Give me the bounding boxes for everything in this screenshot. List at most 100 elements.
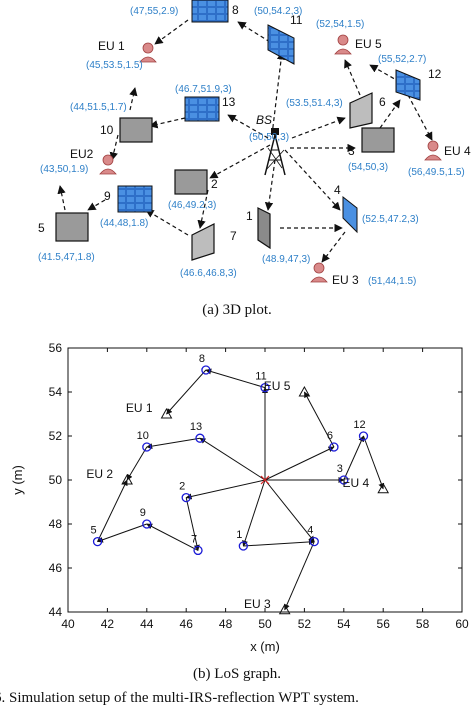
x-axis-label: x (m): [250, 639, 280, 654]
los-path-segment: [96, 523, 147, 543]
y-tick-label: 56: [49, 341, 63, 355]
eu-point-label: EU 3: [244, 597, 271, 611]
eu-icons: [99, 34, 442, 283]
irs-panel-4: [342, 195, 358, 234]
eu5-label: EU 5: [355, 37, 382, 51]
eu2-user-icon: [99, 154, 117, 175]
eu-point-label: EU 2: [86, 467, 113, 481]
eu3-user-icon: [310, 262, 328, 283]
los-path-segment: [97, 479, 128, 542]
irs-coord-9: (44,48,1.8): [100, 218, 148, 229]
irs-point-label: 12: [353, 419, 365, 431]
irs-point-label: 10: [137, 430, 149, 442]
irs-coord-12: (55,52,2.7): [378, 54, 426, 65]
irs-panel-5: [55, 212, 89, 242]
irs-panel-12: [395, 69, 421, 101]
irs-coord-4: (52.5,47.2,3): [362, 214, 419, 225]
irs-coord-3: (54,50,3): [348, 162, 388, 173]
irs-point: [201, 365, 211, 375]
irs-panel-7: [191, 223, 215, 261]
eu-point-label: EU 1: [126, 401, 153, 415]
irs-point-label: 6: [327, 430, 333, 442]
irs-panel-8: [191, 0, 229, 23]
irs-panels-grey: [55, 92, 395, 261]
irs-point: [142, 519, 152, 529]
irs-num-9: 9: [104, 189, 111, 203]
irs-coord-2: (46,49.2,3): [168, 200, 216, 211]
eu-point: [298, 385, 311, 397]
irs-panel-10: [119, 117, 153, 143]
figure-caption: 6. Simulation setup of the multi-IRS-ref…: [0, 690, 359, 706]
eu4-label: EU 4: [444, 144, 471, 158]
irs-point: [238, 541, 248, 551]
x-tick-label: 42: [101, 617, 115, 631]
data-points: [92, 365, 390, 615]
los-path-segment: [146, 523, 199, 551]
irs-point: [195, 433, 205, 443]
eu2-label: EU2: [70, 147, 94, 161]
irs-coord-5: (41.5,47,1.8): [38, 252, 95, 263]
irs-panel-3: [361, 127, 395, 153]
bs-label: BS: [256, 113, 272, 127]
eu-point-label: EU 4: [343, 476, 370, 490]
y-tick-label: 48: [49, 517, 63, 531]
irs-num-12: 12: [428, 67, 442, 81]
irs-point-label: 1: [236, 529, 242, 541]
bs-coord: (50,50,3): [249, 132, 289, 143]
irs-num-6: 6: [379, 95, 386, 109]
eu-point: [377, 482, 390, 494]
eu3-coord: (51,44,1.5): [368, 276, 416, 287]
x-tick-label: 56: [377, 617, 391, 631]
irs-panel-1: [257, 207, 271, 250]
irs-num-2: 2: [211, 177, 218, 191]
los-paths: [96, 368, 385, 611]
irs-point-label: 13: [190, 421, 202, 433]
irs-point: [181, 492, 191, 503]
eu-point: [278, 603, 291, 615]
irs-point: [309, 536, 319, 547]
y-tick-label: 54: [49, 385, 63, 399]
irs-point: [193, 545, 203, 556]
x-tick-label: 40: [61, 617, 75, 631]
bs-point-b: [260, 475, 270, 485]
los-path-segment: [264, 446, 335, 481]
los-path-segment: [242, 479, 266, 547]
irs-panel-11: [267, 24, 295, 65]
los-path-segment: [185, 497, 200, 551]
los-path-segment: [126, 446, 148, 481]
irs-panels-blue: [117, 0, 421, 234]
irs-num-7: 7: [230, 229, 237, 243]
irs-panel-9: [117, 185, 153, 213]
y-tick-label: 44: [49, 605, 63, 619]
x-tick-label: 50: [258, 617, 272, 631]
los-path-segment: [205, 368, 266, 389]
x-tick-label: 46: [180, 617, 194, 631]
los-path-segment: [264, 479, 315, 543]
irs-point-label: 5: [90, 525, 96, 537]
los-path-segment: [363, 435, 385, 490]
los-path-segment: [284, 541, 315, 611]
x-tick-label: 58: [416, 617, 430, 631]
eu4-coord: (56,49.5,1.5): [408, 167, 465, 178]
irs-point: [142, 442, 152, 452]
x-tick-label: 54: [337, 617, 351, 631]
eu2-coord: (43,50,1.9): [40, 164, 88, 175]
caption-los-graph: (b) LoS graph.: [193, 666, 281, 682]
irs-coord-11: (50,54.2,3): [254, 6, 302, 17]
irs-num-1: 1: [246, 209, 253, 223]
reflection-paths: [57, 19, 433, 263]
irs-point-label: 8: [199, 353, 205, 365]
x-tick-label: 60: [455, 617, 469, 631]
eu1-label: EU 1: [98, 39, 125, 53]
eu4-user-icon: [424, 140, 442, 161]
x-tick-label: 48: [219, 617, 233, 631]
caption-3d-plot: (a) 3D plot.: [202, 302, 272, 318]
irs-coord-13: (46.7,51.9,3): [175, 84, 232, 95]
irs-num-3: 3: [348, 144, 355, 158]
eu5-coord: (52,54,1.5): [316, 19, 364, 30]
eu1-coord: (45,53.5,1.5): [86, 60, 143, 71]
eu-point: [160, 407, 173, 419]
